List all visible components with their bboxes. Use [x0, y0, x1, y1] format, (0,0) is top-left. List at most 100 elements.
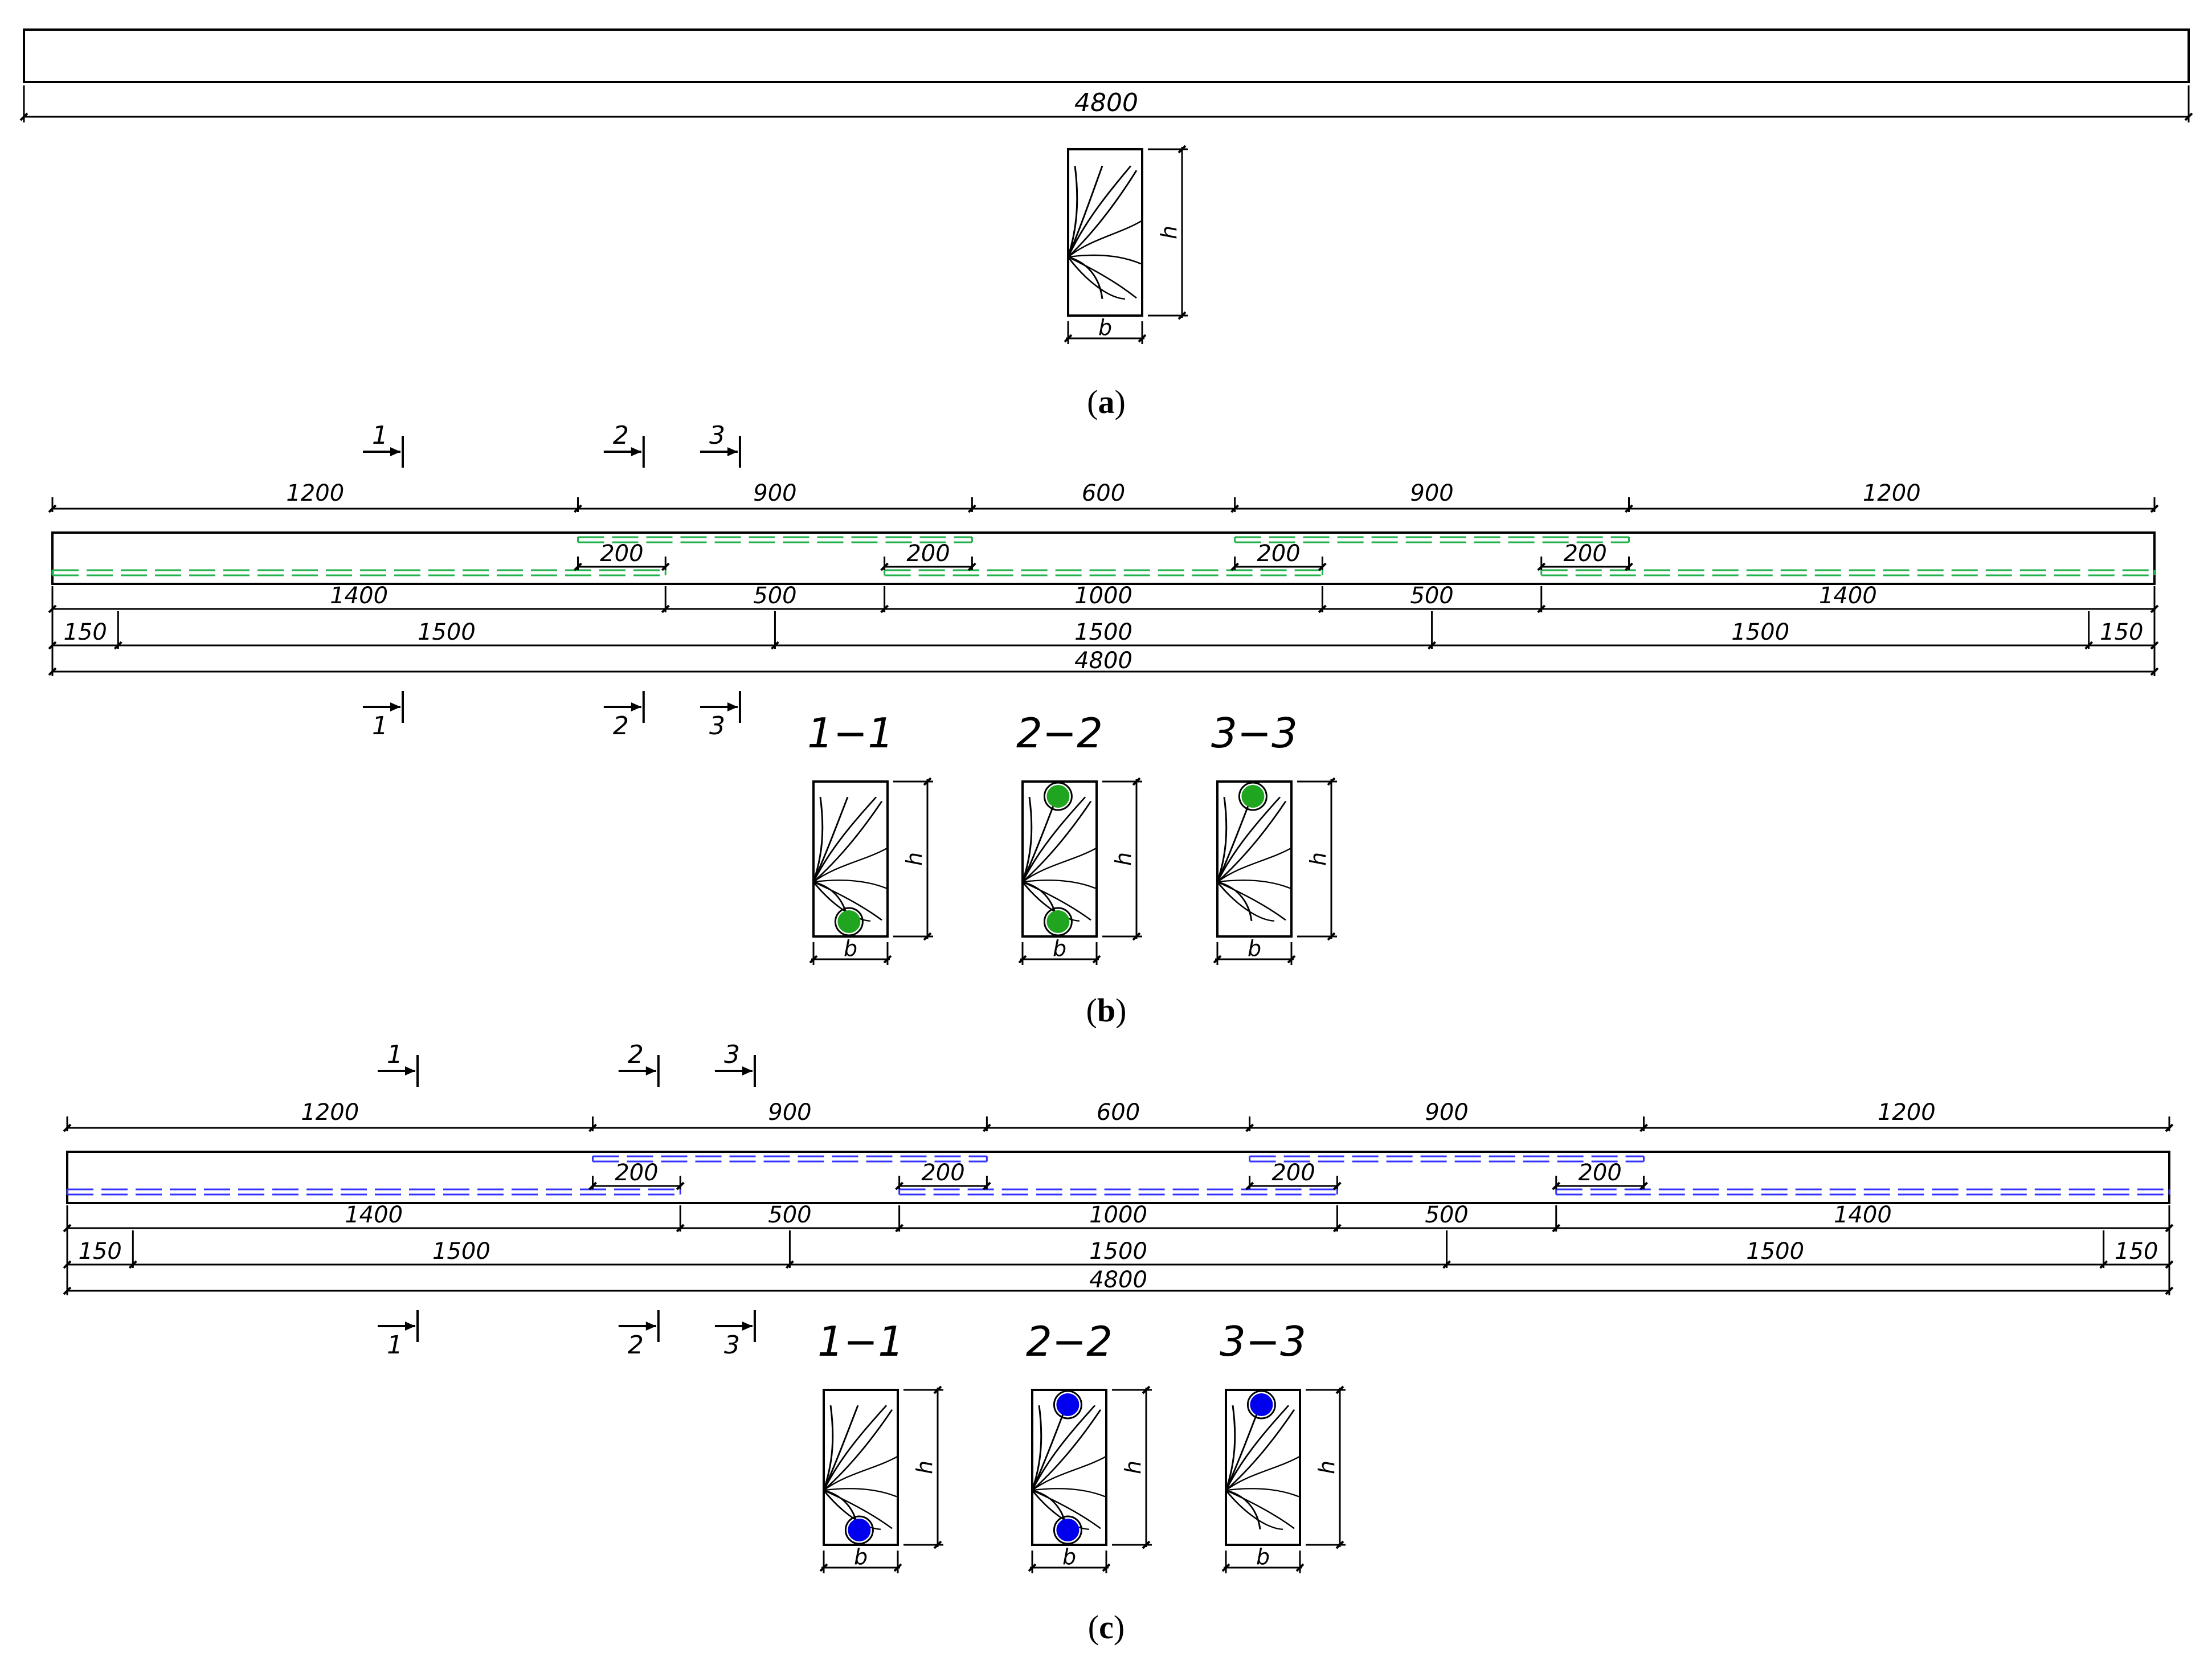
b-label: b [1256, 1544, 1270, 1569]
overlap-dimension: 200 [1245, 1160, 1342, 1191]
caption-letter: b [1097, 992, 1115, 1029]
dimension-tick [19, 112, 28, 121]
dimension-label: 1000 [1089, 1202, 1147, 1228]
overlap-dimension: 200 [1230, 541, 1327, 571]
dimension-tick [1537, 562, 1546, 571]
dimension-tick [661, 604, 670, 613]
dimension-label: 1500 [432, 1238, 490, 1265]
dimension-label: 1200 [1863, 480, 1921, 506]
dimension-tick [1230, 562, 1240, 571]
section-cut-marker: 3 [700, 691, 741, 741]
dimension-tick [1318, 604, 1327, 613]
panel-caption: (c) [1088, 1609, 1125, 1646]
overlap-dimension: 200 [880, 541, 976, 571]
dimension-tick [880, 604, 889, 613]
overlap-label: 200 [906, 541, 950, 567]
overlap-label: 200 [921, 1160, 964, 1186]
dimension-tick [1335, 1540, 1344, 1549]
rebar-dot [1241, 785, 1265, 808]
cut-marker-label: 3 [709, 421, 725, 450]
dimension-tick [895, 1181, 904, 1191]
dimension-label: 1200 [301, 1099, 359, 1126]
overlap-label: 200 [615, 1160, 658, 1186]
section-cut-marker: 2 [603, 421, 645, 468]
cut-marker-label: 2 [613, 711, 629, 741]
rebar-dot [1046, 785, 1070, 808]
dimension-tick [63, 1224, 72, 1233]
dimension-label: 1200 [1878, 1099, 1936, 1126]
dimension-tick [1018, 955, 1027, 964]
dimension-tick [819, 1563, 828, 1572]
dimension-tick [933, 1385, 942, 1394]
dimension-label: 1400 [345, 1202, 403, 1228]
dimension-tick [661, 562, 670, 571]
cut-arrowhead [645, 1066, 656, 1075]
cross-section-3: bh [1213, 777, 1337, 965]
overlap-dimension: 200 [895, 1160, 991, 1191]
dimension-tick [1221, 1563, 1230, 1572]
dimension-tick [1537, 604, 1546, 613]
dimension-tick [933, 1540, 942, 1549]
h-label: h [912, 1461, 937, 1474]
overlap-label: 200 [600, 541, 643, 567]
dimension-tick [2084, 641, 2094, 650]
bar-recess [1053, 1515, 1082, 1545]
section-title: 2−2 [1026, 1318, 1113, 1365]
cross-section-1: bh [819, 1385, 943, 1573]
dimension-label: 500 [753, 583, 796, 609]
dimension-tick [923, 777, 932, 786]
section-cut-marker: 3 [714, 1040, 756, 1087]
dimension-tick [1327, 777, 1336, 786]
dimension-label: 1500 [1089, 1238, 1147, 1265]
dimension-tick [113, 641, 122, 650]
bar-recess [1043, 782, 1073, 811]
dimension-tick [2150, 604, 2159, 613]
cut-marker-label: 3 [724, 1331, 740, 1360]
dimension-tick [676, 1181, 685, 1191]
cut-arrowhead [631, 702, 641, 711]
cut-marker-label: 3 [709, 711, 725, 741]
bar-recess [844, 1515, 874, 1545]
dimension-tick [1327, 932, 1336, 941]
dimension-label: 900 [753, 480, 796, 506]
dimension-tick [1245, 1181, 1254, 1191]
panel-caption: (b) [1086, 992, 1127, 1029]
beam-outline [23, 28, 2190, 83]
dimension-tick [1132, 777, 1141, 786]
dimension-tick [1625, 504, 1633, 513]
caption-letter: a [1098, 383, 1115, 420]
dimension-label: 150 [78, 1238, 121, 1265]
crack-pattern [1216, 796, 1293, 922]
total-length-label: 4800 [1074, 648, 1132, 674]
section-cut-marker: 2 [618, 1310, 660, 1360]
crack-pattern [1021, 796, 1098, 922]
dimension-tick [48, 604, 57, 613]
b-label: b [1053, 936, 1066, 961]
cut-arrowhead [405, 1322, 415, 1331]
section-cut-marker: 1 [378, 1040, 419, 1087]
crack-pattern [1067, 165, 1143, 300]
total-length-label: 4800 [1089, 1267, 1147, 1293]
cut-marker-label: 3 [724, 1040, 740, 1069]
total-length-label: 4800 [1074, 88, 1138, 117]
section-cut-marker: 3 [714, 1310, 756, 1360]
dimension-tick [48, 667, 57, 676]
dimension-tick [574, 562, 582, 571]
cross-section-2: bh [1018, 777, 1142, 965]
section-plain: bh [1064, 145, 1188, 344]
rebar-dot [1056, 1393, 1080, 1416]
dimension-label: 500 [1410, 583, 1453, 609]
dimension-tick [1287, 955, 1296, 964]
caption-paren: ) [1115, 992, 1126, 1029]
bar-recess [1238, 782, 1267, 811]
dimension-tick [128, 1260, 137, 1269]
dimension-tick [1442, 1260, 1451, 1269]
dimension-label: 1500 [1731, 619, 1789, 645]
dimension-tick [1213, 955, 1222, 964]
dimension-tick [967, 562, 976, 571]
bar-recess [1053, 1390, 1082, 1420]
